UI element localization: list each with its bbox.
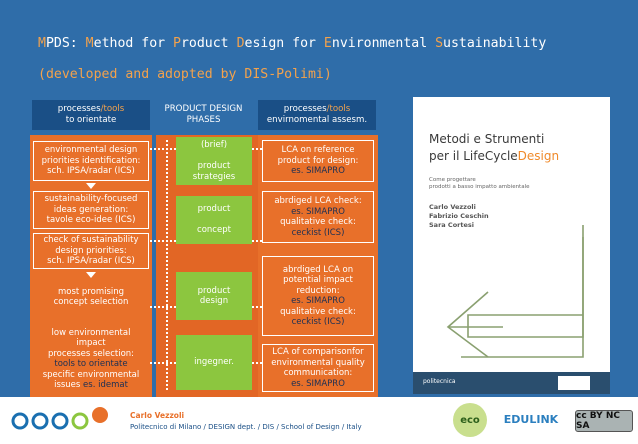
connector-dotted: [150, 306, 176, 308]
eco-logo: eco: [453, 403, 487, 437]
creative-commons-badge: cc BY NC SA: [575, 410, 633, 432]
slide-subtitle: (developed and adopted by DIS-Polimi): [38, 67, 332, 82]
connector-dotted: [252, 240, 262, 242]
book-subtitle: prodotti a basso impatto ambientale: [429, 184, 530, 190]
book-title-line-2: per il LifeCycleDesign: [429, 149, 560, 163]
lenses-logo: [6, 401, 116, 444]
arrow-down-icon: [86, 272, 96, 278]
book-cover-image: Metodi e Strumenti per il LifeCycleDesig…: [413, 97, 610, 394]
footer-affiliation: Politecnico di Milano / DESIGN dept. / D…: [130, 423, 362, 431]
left-column: [30, 135, 152, 397]
connector-dotted: [252, 362, 262, 364]
book-publisher-bar: politecnica: [413, 372, 610, 394]
edulink-logo: EDULINK: [503, 412, 559, 426]
right-column: [258, 135, 378, 397]
publisher-logo: [558, 376, 590, 390]
connector-dotted: [252, 306, 262, 308]
footer-author: Carlo Vezzoli: [130, 411, 185, 420]
connector-dotted: [150, 362, 176, 364]
book-subtitle: Come progettare: [429, 177, 476, 183]
footer: Carlo Vezzoli Politecnico di Milano / DE…: [0, 397, 638, 442]
mid-box-engineering: ingegner.: [176, 335, 252, 390]
slide-body: MPDS: Method for Product Design for Envi…: [0, 0, 638, 397]
book-arrow-illustration: [446, 225, 584, 358]
connector-dotted: [252, 148, 262, 150]
connector-dotted: [150, 148, 176, 150]
slide-title: MPDS: Method for Product Design for Envi…: [38, 36, 547, 51]
middle-dotted-line: [166, 140, 168, 390]
lenses-logo-icon: [11, 407, 108, 430]
book-title-line-1: Metodi e Strumenti: [429, 132, 545, 146]
book-publisher: politecnica: [423, 378, 456, 385]
connector-dotted: [150, 240, 176, 242]
arrow-down-icon: [86, 183, 96, 189]
